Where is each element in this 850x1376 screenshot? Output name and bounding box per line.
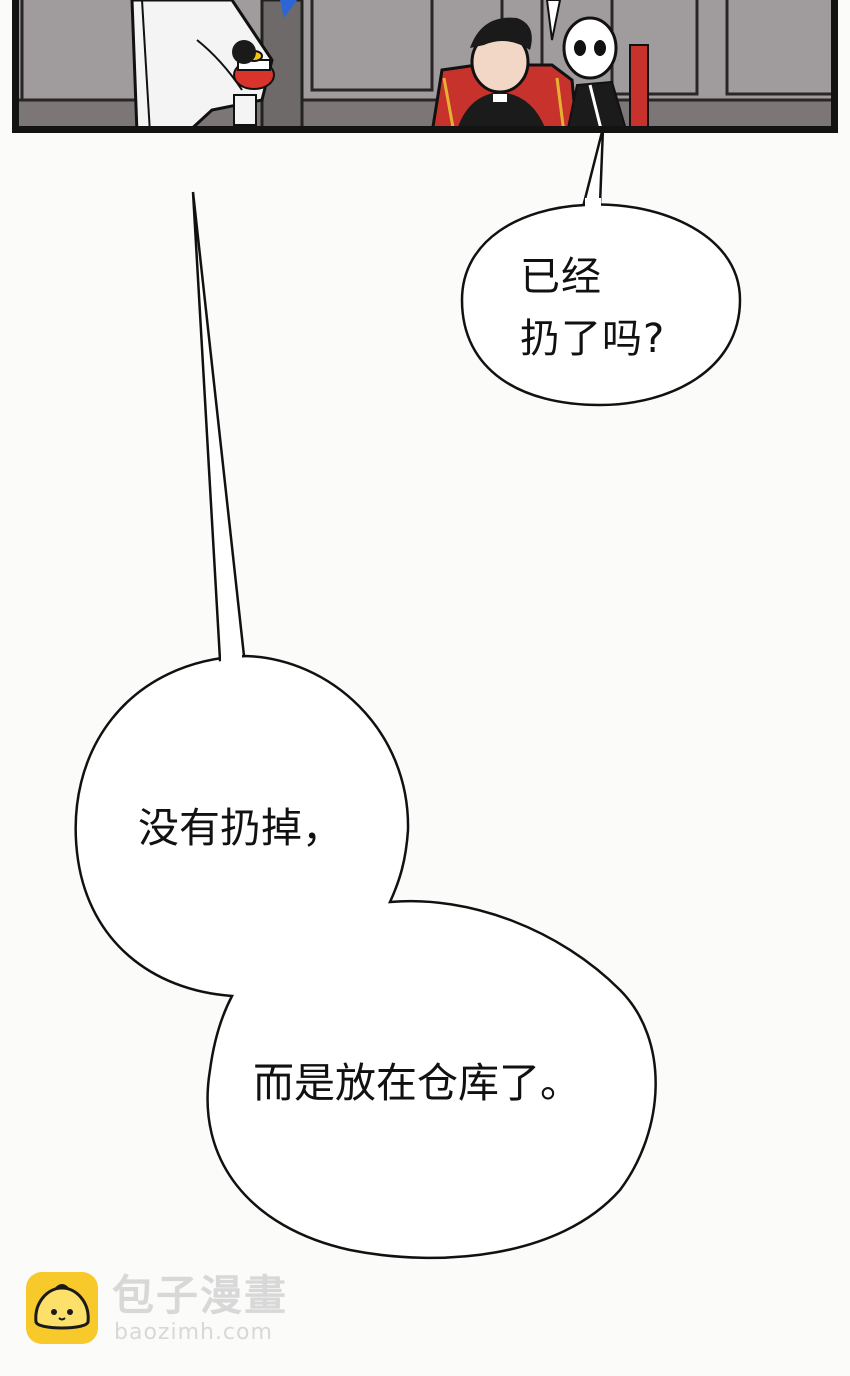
speech-bubble-1 (460, 203, 742, 407)
bubble-2-line-2: 而是放在仓库了。 (253, 1059, 581, 1107)
bubble-1-text: 已经 扔了吗? (520, 254, 666, 362)
watermark: 包子漫畫 baozimh.com (26, 1270, 326, 1350)
speech-bubble-2-tail (191, 191, 246, 662)
bubble-2-line-1: 没有扔掉， (138, 804, 343, 852)
speech-bubble-2 (74, 654, 657, 1260)
watermark-name: 包子漫畫 (112, 1271, 289, 1320)
bun-face-icon (26, 1272, 98, 1344)
speech-bubble-1-tail (582, 127, 605, 206)
watermark-url: baozimh.com (114, 1320, 273, 1345)
